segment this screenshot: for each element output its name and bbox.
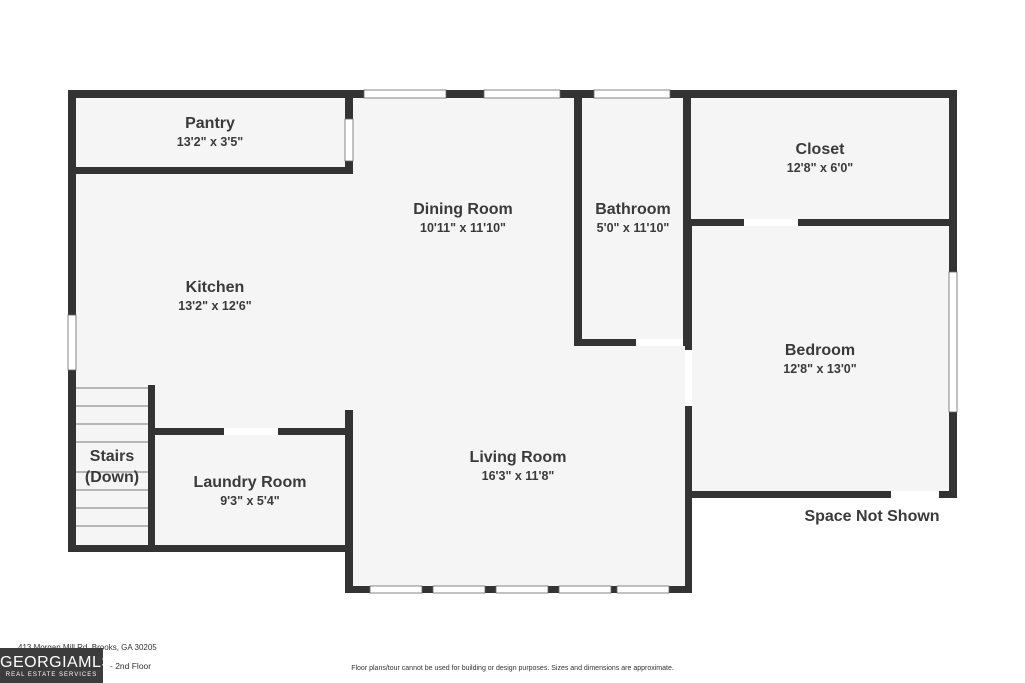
- floor-label: - 2nd Floor: [110, 661, 152, 671]
- stairs-treads: [76, 387, 148, 527]
- bedroom-name: Bedroom: [785, 342, 855, 359]
- laundry-room-dims: 9'3" x 5'4": [220, 494, 280, 508]
- stairs-name: Stairs: [90, 448, 135, 465]
- closet-dims: 12'8" x 6'0": [787, 161, 854, 175]
- laundry-room-name: Laundry Room: [194, 474, 307, 491]
- dining-room-dims: 10'11" x 11'10": [420, 221, 506, 235]
- living-room-dims: 16'3" x 11'8": [482, 469, 555, 483]
- logo-main-text: GEORGIAMLS: [0, 654, 113, 671]
- logo-sub-text: REAL ESTATE SERVICES: [5, 672, 98, 678]
- bedroom-dims: 12'8" x 13'0": [783, 362, 856, 376]
- doors: [224, 219, 939, 498]
- pantry-dims: 13'2" x 3'5": [177, 135, 244, 149]
- kitchen-name: Kitchen: [186, 279, 245, 296]
- kitchen-dims: 13'2" x 12'6": [178, 299, 251, 313]
- living-room-name: Living Room: [470, 449, 567, 466]
- stairs-direction: (Down): [85, 469, 139, 486]
- windows: [67, 89, 958, 594]
- property-address: 413 Morgan Mill Rd, Brooks, GA 30205: [18, 643, 157, 652]
- closet-name: Closet: [796, 141, 846, 158]
- bathroom-name: Bathroom: [595, 201, 671, 218]
- exterior-cutout: [692, 497, 956, 597]
- bathroom-dims: 5'0" x 11'10": [597, 221, 670, 235]
- pantry-name: Pantry: [185, 115, 235, 132]
- space-not-shown-label: Space Not Shown: [804, 508, 939, 525]
- exterior-cutout-lower: [69, 550, 349, 600]
- living-floor-extension: [350, 545, 686, 590]
- dining-room-name: Dining Room: [413, 201, 513, 218]
- georgiamls-logo: GEORGIAMLS REAL ESTATE SERVICES: [0, 648, 113, 683]
- disclaimer: Floor plans/tour cannot be used for buil…: [351, 665, 674, 672]
